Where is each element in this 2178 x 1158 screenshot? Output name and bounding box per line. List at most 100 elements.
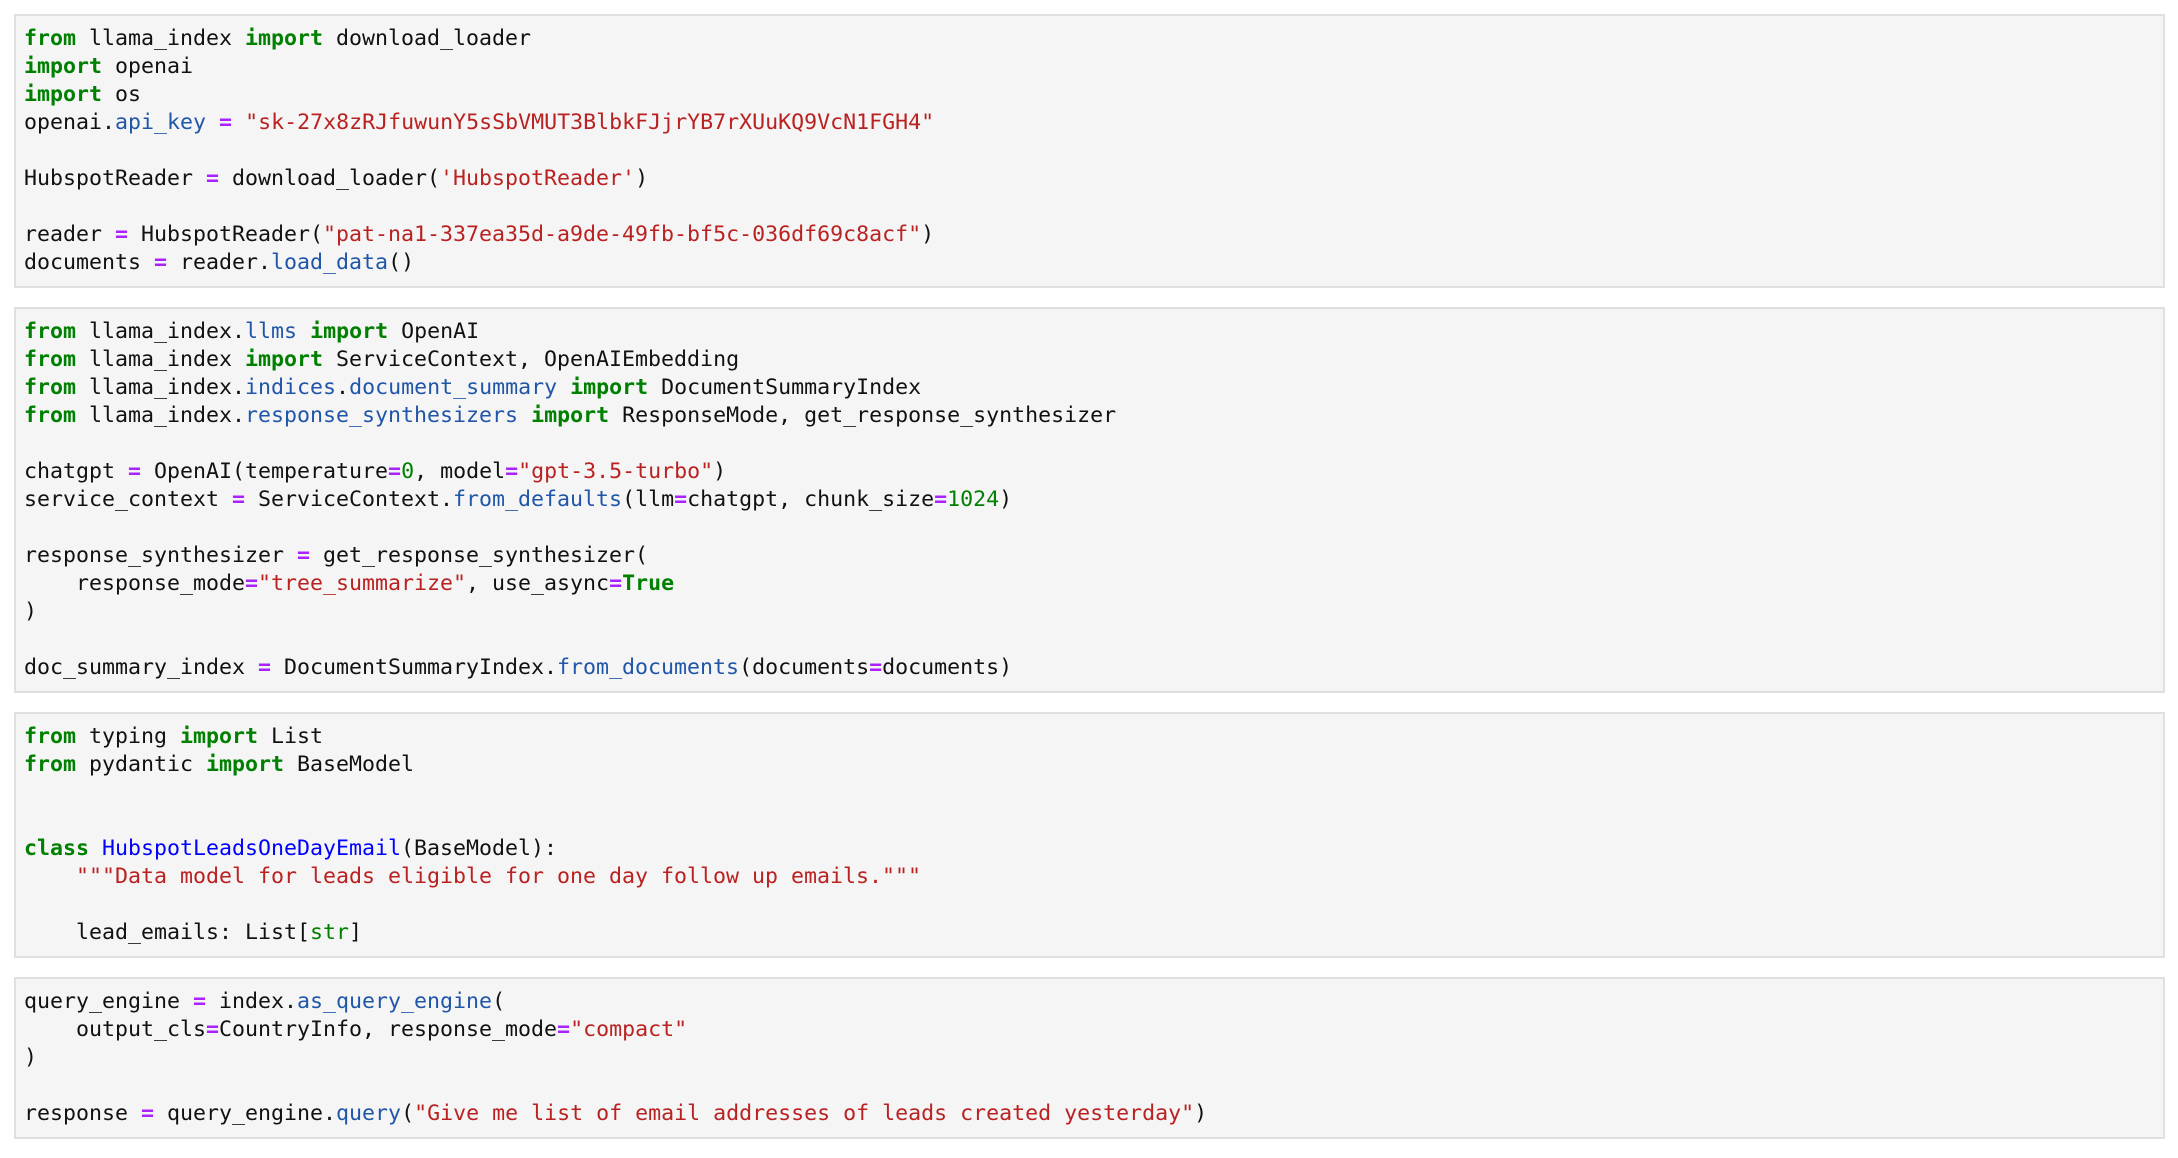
keyword: class [24,836,90,861]
code-text: ) [921,222,935,247]
code-text: (BaseModel): [401,836,558,861]
attribute: indices [245,375,337,400]
code-line: from pydantic import BaseModel [24,751,2155,779]
code-text: OpenAI(temperature [141,459,389,484]
code-line: from llama_index import download_loader [24,25,2155,53]
keyword: from [24,403,77,428]
code-line: import os [24,81,2155,109]
attribute: as_query_engine [297,989,493,1014]
code-text: (documents [739,655,870,680]
code-text: response [24,1101,142,1126]
string-literal: 'HubspotReader' [440,166,636,191]
code-text [557,375,570,400]
keyword: import [24,54,103,79]
code-text: os [102,82,142,107]
code-line [24,807,2155,835]
attribute: from_defaults [453,487,623,512]
operator: = [206,166,220,191]
code-text [232,110,245,135]
code-line: import openai [24,53,2155,81]
code-text: query_engine. [154,1101,337,1126]
string-literal: "tree_summarize" [258,571,467,596]
code-text [518,403,531,428]
code-text: download_loader( [219,166,441,191]
code-text: ) [1194,1101,1208,1126]
code-text: openai [102,54,194,79]
code-line: from llama_index.indices.document_summar… [24,374,2155,402]
code-line [24,779,2155,807]
code-line [24,430,2155,458]
string-literal: "compact" [570,1017,688,1042]
code-text: llama_index [76,347,246,372]
code-text: openai. [24,110,116,135]
code-line: ) [24,1044,2155,1072]
builtin: str [310,920,350,945]
code-text: reader. [167,250,272,275]
code-cell-4[interactable]: query_engine = index.as_query_engine( ou… [14,977,2165,1139]
operator: = [154,250,168,275]
number: 1024 [947,487,1000,512]
code-text: ) [24,599,38,624]
code-text: documents) [882,655,1013,680]
keyword: import [206,752,285,777]
code-line: chatgpt = OpenAI(temperature=0, model="g… [24,458,2155,486]
code-line [24,1072,2155,1100]
code-line: ) [24,598,2155,626]
operator: = [609,571,623,596]
keyword: import [570,375,649,400]
attribute: from_documents [557,655,740,680]
operator: = [128,459,142,484]
code-text: ) [999,487,1013,512]
operator: = [141,1101,155,1126]
code-text: lead_emails: List[ [24,920,311,945]
code-text [89,836,102,861]
code-text [297,319,310,344]
code-text: response_mode [24,571,246,596]
code-line: lead_emails: List[str] [24,919,2155,947]
code-line: from llama_index.llms import OpenAI [24,318,2155,346]
code-text: DocumentSummaryIndex [648,375,922,400]
attribute: document_summary [349,375,558,400]
class-name: HubspotLeadsOneDayEmail [102,836,402,861]
operator: = [869,655,883,680]
code-text: pydantic [76,752,207,777]
code-line: response_mode = "tree_summarize", use_asyn… [24,570,2155,598]
keyword: from [24,26,77,51]
code-line: service_context = ServiceContext.from_de… [24,486,2155,514]
code-text: ( [492,989,506,1014]
code-line: """Data model for leads eligible for one… [24,863,2155,891]
operator: = [505,459,519,484]
code-text: ServiceContext, OpenAIEmbedding [323,347,740,372]
attribute: api_key [115,110,207,135]
code-text: ] [349,920,363,945]
code-text: HubspotReader( [128,222,324,247]
keyword: from [24,347,77,372]
code-text: , use_async [466,571,610,596]
operator: = [232,487,246,512]
code-text: llama_index. [76,319,246,344]
code-text: BaseModel [284,752,415,777]
code-line [24,626,2155,654]
code-line: HubspotReader = download_loader('Hubspot… [24,165,2155,193]
code-text: OpenAI [388,319,480,344]
code-text: service_context [24,487,233,512]
code-text: , model [414,459,506,484]
code-text: ( [401,1101,415,1126]
code-text: CountryInfo, response_mode [219,1017,558,1042]
keyword: import [245,26,324,51]
attribute: query [336,1101,402,1126]
code-line: documents = reader.load_data() [24,249,2155,277]
code-text: typing [76,724,181,749]
code-text: get_response_synthesizer( [310,543,649,568]
keyword: import [180,724,259,749]
code-text: reader [24,222,116,247]
code-text: ) [713,459,727,484]
code-line: from llama_index.response_synthesizers i… [24,402,2155,430]
operator: = [297,543,311,568]
string-literal: "gpt-3.5-turbo" [518,459,714,484]
code-cell-2[interactable]: from llama_index.llms import OpenAI from … [14,307,2165,693]
code-line [24,193,2155,221]
operator: = [115,222,129,247]
